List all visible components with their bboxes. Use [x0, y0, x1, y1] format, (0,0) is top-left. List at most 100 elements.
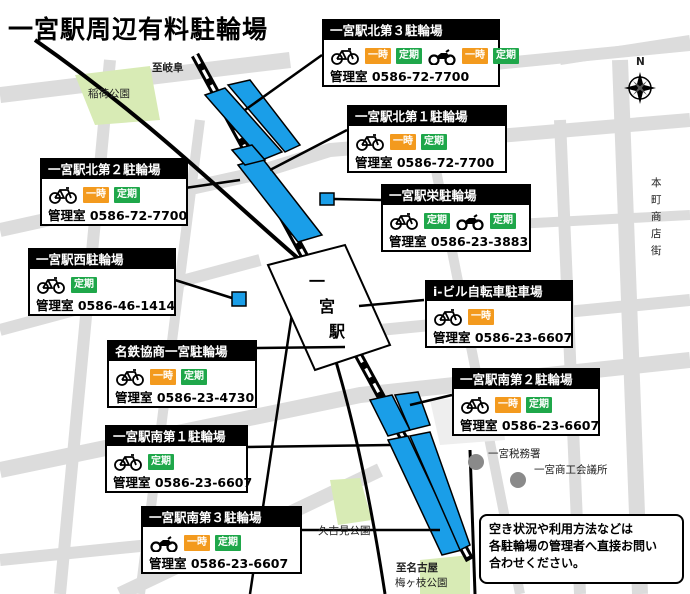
regular-badge: 定期	[148, 454, 174, 470]
temporary-badge: 一時	[365, 48, 391, 64]
temporary-badge: 一時	[468, 309, 494, 325]
temporary-badge: 一時	[150, 369, 176, 385]
regular-badge: 定期	[114, 187, 140, 203]
leader-line	[174, 278, 233, 300]
lot-services: 一時定期	[42, 179, 186, 208]
label-park-umegase: 梅ヶ枝公園	[395, 577, 448, 589]
notice-line: 合わせください。	[489, 556, 586, 570]
lot-phone: 管理室 0586-46-1414	[36, 298, 176, 313]
regular-badge: 定期	[424, 213, 450, 229]
motorbike-icon	[427, 47, 457, 66]
lot-name: i-ビル自転車駐車場	[427, 282, 571, 301]
lot-phone: 管理室 0586-23-6607	[460, 418, 600, 433]
regular-badge: 定期	[71, 277, 97, 293]
lot-phone: 管理室 0586-23-6607	[433, 330, 573, 345]
temporary-badge: 一時	[462, 48, 488, 64]
lot-card: 一宮駅南第２駐輪場一時定期管理室 0586-23-6607	[452, 368, 600, 436]
road-line	[468, 449, 477, 594]
lot-phone: 管理室 0586-72-7700	[48, 208, 188, 223]
label-toward-gifu: 至岐阜	[152, 62, 184, 74]
label-toward-nagoya: 至名古屋	[396, 562, 438, 574]
station-char: 駅	[329, 322, 346, 341]
lot-north-3	[203, 87, 284, 161]
park-area	[75, 66, 160, 125]
lot-south-1	[386, 435, 464, 556]
regular-badge: 定期	[526, 397, 552, 413]
lot-phone: 管理室 0586-23-3883	[389, 234, 529, 249]
lot-name: 一宮駅南第２駐輪場	[454, 370, 598, 389]
lot-card: 一宮駅北第２駐輪場一時定期管理室 0586-72-7700	[40, 158, 188, 226]
lot-north-3-b	[226, 79, 302, 153]
lot-services: 一時定期	[454, 389, 598, 418]
label-chamber: 一宮商工会議所	[534, 464, 608, 476]
road	[559, 35, 690, 65]
lot-name: 一宮駅南第１駐輪場	[107, 427, 246, 446]
leader-lines	[174, 53, 453, 532]
station-building	[266, 243, 392, 372]
page-title: 一宮駅周辺有料駐輪場	[8, 15, 269, 44]
lot-services: 定期 定期	[383, 205, 529, 234]
lot-card: 一宮駅北第３駐輪場一時定期一時定期管理室 0586-72-7700	[322, 19, 519, 87]
lot-north-2	[230, 144, 267, 166]
leader-line	[244, 53, 323, 112]
lot-phone: 管理室 0586-23-6607	[113, 475, 253, 490]
lot-phone: 管理室 0586-72-7700	[355, 155, 495, 170]
lot-name: 名鉄協商一宮駐輪場	[109, 342, 255, 361]
road	[54, 59, 116, 594]
temporary-badge: 一時	[390, 134, 416, 150]
leader-line	[409, 393, 453, 407]
lot-card: 一宮駅南第１駐輪場定期管理室 0586-23-6607	[105, 425, 253, 493]
lot-services: 一時定期一時定期	[324, 40, 519, 69]
lot-services: 一時定期	[109, 361, 255, 390]
lot-name: 一宮駅北第１駐輪場	[349, 107, 505, 126]
leader-line	[184, 178, 241, 190]
regular-badge: 定期	[490, 213, 516, 229]
lot-card: 一宮駅北第１駐輪場一時定期管理室 0586-72-7700	[347, 105, 507, 173]
lot-card: 一宮駅西駐輪場定期管理室 0586-46-1414	[28, 248, 176, 316]
bicycle-icon	[48, 186, 78, 204]
bicycle-icon	[355, 133, 385, 151]
lot-west	[231, 291, 247, 307]
tax-office-marker	[468, 454, 484, 470]
label-park-north: 稲荷公園	[88, 88, 130, 100]
lot-services: 定期	[107, 446, 246, 475]
leader-line	[245, 443, 391, 449]
parking-lots	[203, 79, 471, 556]
lot-card: 名鉄協商一宮駐輪場一時定期管理室 0586-23-4730	[107, 340, 257, 408]
highway	[33, 38, 302, 262]
lot-name: 一宮駅西駐輪場	[30, 250, 174, 269]
lot-name: 一宮駅南第３駐輪場	[143, 508, 300, 527]
bicycle-icon	[389, 212, 419, 230]
regular-badge: 定期	[181, 369, 207, 385]
bicycle-icon	[330, 47, 360, 65]
lot-services: 一時	[427, 301, 571, 330]
station-char: 一	[309, 272, 326, 291]
lot-sakae	[319, 192, 335, 206]
lot-card: 一宮駅南第３駐輪場一時定期管理室 0586-23-6607	[141, 506, 302, 574]
bicycle-icon	[115, 368, 145, 386]
lot-name: 一宮駅北第３駐輪場	[324, 21, 498, 40]
label-honmachi: 本町商店街	[651, 177, 662, 257]
motorbike-icon	[455, 212, 485, 231]
lot-south-3	[408, 431, 471, 552]
bicycle-icon	[36, 276, 66, 294]
regular-badge: 定期	[493, 48, 519, 64]
notice-line: 各駐輪場の管理者へ直接お問い	[489, 539, 658, 553]
bicycle-icon	[433, 308, 463, 326]
regular-badge: 定期	[421, 134, 447, 150]
regular-badge: 定期	[396, 48, 422, 64]
lot-services: 一時定期	[349, 126, 505, 155]
lot-name: 一宮駅栄駐輪場	[383, 186, 529, 205]
notice-box: 空き状況や利用方法などは 各駐輪場の管理者へ直接お問い 合わせください。	[479, 514, 684, 584]
compass-icon	[624, 72, 656, 104]
temporary-badge: 一時	[495, 397, 521, 413]
lot-services: 定期	[30, 269, 174, 298]
leader-line	[358, 298, 425, 308]
notice-line: 空き状況や利用方法などは	[489, 522, 634, 536]
lot-card: i-ビル自転車駐車場一時管理室 0586-23-6607	[425, 280, 573, 348]
temporary-badge: 一時	[83, 187, 109, 203]
bicycle-icon	[460, 396, 490, 414]
bicycle-icon	[113, 453, 143, 471]
road	[612, 59, 648, 594]
